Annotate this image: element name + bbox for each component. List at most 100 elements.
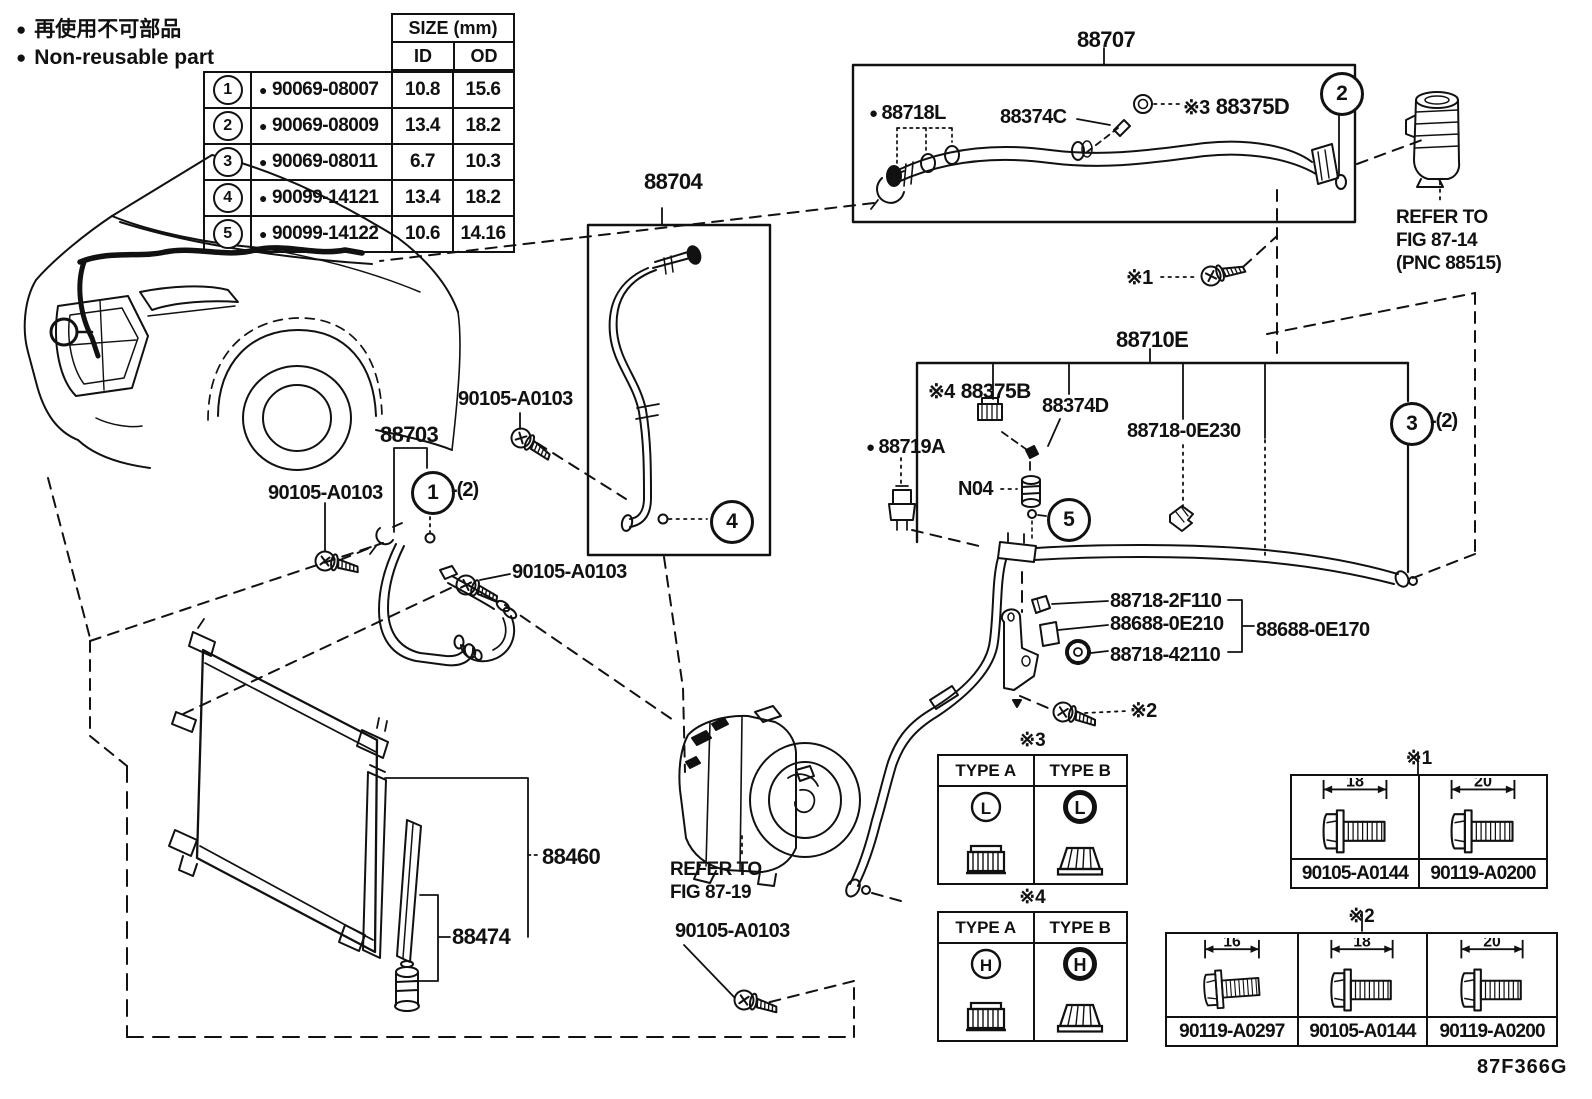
- legend-en-text: Non-reusable part: [34, 46, 214, 69]
- figure-code: 87F366G: [1477, 1056, 1568, 1078]
- non-reusable-bullet-icon: ●: [16, 20, 27, 39]
- callout-qty: -(2): [451, 479, 479, 501]
- screw-icons: [313, 255, 1248, 1017]
- valve-letter: H: [980, 956, 992, 975]
- size-table: SIZE (mm) ID OD 1 ●90069-08007 10.8 15.6…: [203, 13, 515, 253]
- part-label-88688-0E210: 88688-0E210: [1110, 613, 1224, 635]
- screw-icon: [507, 424, 557, 464]
- part-label-88374D: 88374D: [1042, 395, 1109, 417]
- pipe-assembly-drawing: [845, 532, 1418, 898]
- bolt-part-number: 90105-A0144: [1296, 1018, 1427, 1045]
- part-number: 90069-08007: [271, 79, 379, 100]
- part-number: 90069-08009: [271, 115, 379, 136]
- od-value: 18.2: [452, 181, 512, 215]
- part-label-N04: N04: [958, 478, 993, 500]
- table-row: 1 ●90069-08007 10.8 15.6: [205, 73, 513, 107]
- table-row: 5 ●90099-14122 10.6 14.16: [205, 215, 513, 251]
- part-label-88703: 88703: [380, 422, 439, 447]
- bolt-dim: 20: [1474, 778, 1492, 791]
- callout-number: 1: [212, 75, 243, 105]
- bottom-screw-leader: [683, 944, 735, 998]
- valve-letter: L: [981, 799, 991, 818]
- table-row: 3 ●90069-08011 6.7 10.3: [205, 143, 513, 179]
- non-reusable-bullet-icon: ●: [869, 105, 878, 122]
- non-reusable-bullet-icon: ●: [259, 154, 267, 170]
- id-value: 13.4: [391, 181, 452, 215]
- ref-mark-4-label: ※4: [1019, 887, 1046, 908]
- bolt-table-ref1: ※1 18 20 90105-A0144 90119-A0200: [1290, 748, 1548, 889]
- type-b-header: TYPE B: [1032, 913, 1126, 944]
- callout-number: 4: [212, 183, 243, 213]
- bolt-table-ref2: ※2 16 18: [1165, 906, 1558, 1047]
- non-reusable-bullet-icon: ●: [259, 118, 267, 134]
- part-label-88374C: 88374C: [1000, 106, 1067, 128]
- callout-number: 5: [212, 219, 243, 249]
- legend-jp-row: ● 再使用不可部品: [16, 16, 214, 44]
- part-number: 90099-14121: [271, 187, 379, 208]
- callout-qty: -(2): [1430, 410, 1458, 432]
- ref-mark-4: ※4: [928, 381, 955, 403]
- type-b-header: TYPE B: [1032, 756, 1126, 787]
- ref-mark-1-label: ※1: [1126, 267, 1153, 289]
- id-value: 13.4: [391, 109, 452, 143]
- type-table-ref3: ※3 TYPE A TYPE B L L: [937, 730, 1128, 885]
- size-table-header: SIZE (mm) ID OD: [391, 13, 515, 71]
- table-row: 2 ●90069-08009 13.4 18.2: [205, 107, 513, 143]
- liquid-pipe-88710E-box: [888, 348, 1410, 574]
- bolt-dim: 16: [1223, 938, 1241, 950]
- ref-mark-3: ※3: [1183, 97, 1210, 119]
- non-reusable-bullet-icon: ●: [259, 82, 267, 98]
- id-value: 10.6: [391, 217, 452, 251]
- part-number: 90069-08011: [271, 151, 378, 172]
- type-a-cell: H: [939, 944, 1033, 1040]
- bolt-cell: 20: [1418, 776, 1546, 860]
- callout-number: 3: [212, 147, 243, 177]
- type-a-header: TYPE A: [939, 756, 1033, 787]
- size-table-title: SIZE (mm): [393, 15, 513, 43]
- suction-hose-88704-drawing: [586, 207, 772, 557]
- non-reusable-bullet-icon: ●: [259, 226, 267, 242]
- refer-fig-87-14-part: [1405, 91, 1461, 205]
- part-label-88474: 88474: [452, 924, 511, 949]
- ref-mark-2-label: ※2: [1130, 700, 1157, 722]
- bolt-part-number: 90119-A0200: [1426, 1018, 1556, 1045]
- legend: ● 再使用不可部品 ● Non-reusable part: [16, 16, 214, 72]
- callout-3: 3-(2): [1390, 402, 1458, 446]
- ref-mark-2-table-label: ※2: [1348, 906, 1375, 927]
- bolt-cell: 18: [1296, 934, 1427, 1018]
- bolt-cell: 16: [1167, 934, 1297, 1018]
- part-label-88688-0E170: 88688-0E170: [1256, 619, 1370, 641]
- size-table-col-od: OD: [453, 43, 513, 69]
- bolt-dim: 20: [1483, 938, 1501, 950]
- ref-mark-3-label: ※3: [1019, 730, 1046, 751]
- bolt-part-number: 90119-A0200: [1418, 860, 1546, 887]
- type-table-ref4: ※4 TYPE A TYPE B H H: [937, 887, 1128, 1042]
- part-label-88719A: ●88719A: [866, 436, 946, 458]
- id-value: 6.7: [391, 145, 452, 179]
- part-label-88718-42110: 88718-42110: [1110, 644, 1221, 666]
- liquid-pipe-88703-drawing: [324, 412, 521, 667]
- size-table-body: 1 ●90069-08007 10.8 15.6 2 ●90069-08009 …: [203, 71, 515, 253]
- callout-4: 4: [710, 500, 754, 544]
- size-table-col-id: ID: [414, 46, 432, 66]
- valve-letter: L: [1075, 798, 1086, 818]
- bolt-part-number: 90105-A0144: [1301, 863, 1409, 884]
- od-value: 10.3: [452, 145, 512, 179]
- part-label-90105-A0103-left: 90105-A0103: [268, 482, 383, 504]
- bolt-dim: 18: [1346, 778, 1364, 791]
- valve-letter: H: [1074, 955, 1087, 975]
- part-label-88718-0E230: 88718-0E230: [1127, 420, 1241, 442]
- non-reusable-bullet-icon: ●: [866, 439, 875, 456]
- table-row: 4 ●90099-14121 13.4 18.2: [205, 179, 513, 215]
- non-reusable-bullet-icon: ●: [259, 190, 267, 206]
- condenser-88460-drawing: [168, 618, 541, 1012]
- discharge-pipe-88707-drawing: [851, 47, 1357, 224]
- compressor-drawing: [678, 705, 861, 887]
- part-label-90105-A0103-top: 90105-A0103: [458, 388, 573, 410]
- callout-5: 5: [1047, 498, 1091, 542]
- legend-jp-text: 再使用不可部品: [34, 18, 182, 41]
